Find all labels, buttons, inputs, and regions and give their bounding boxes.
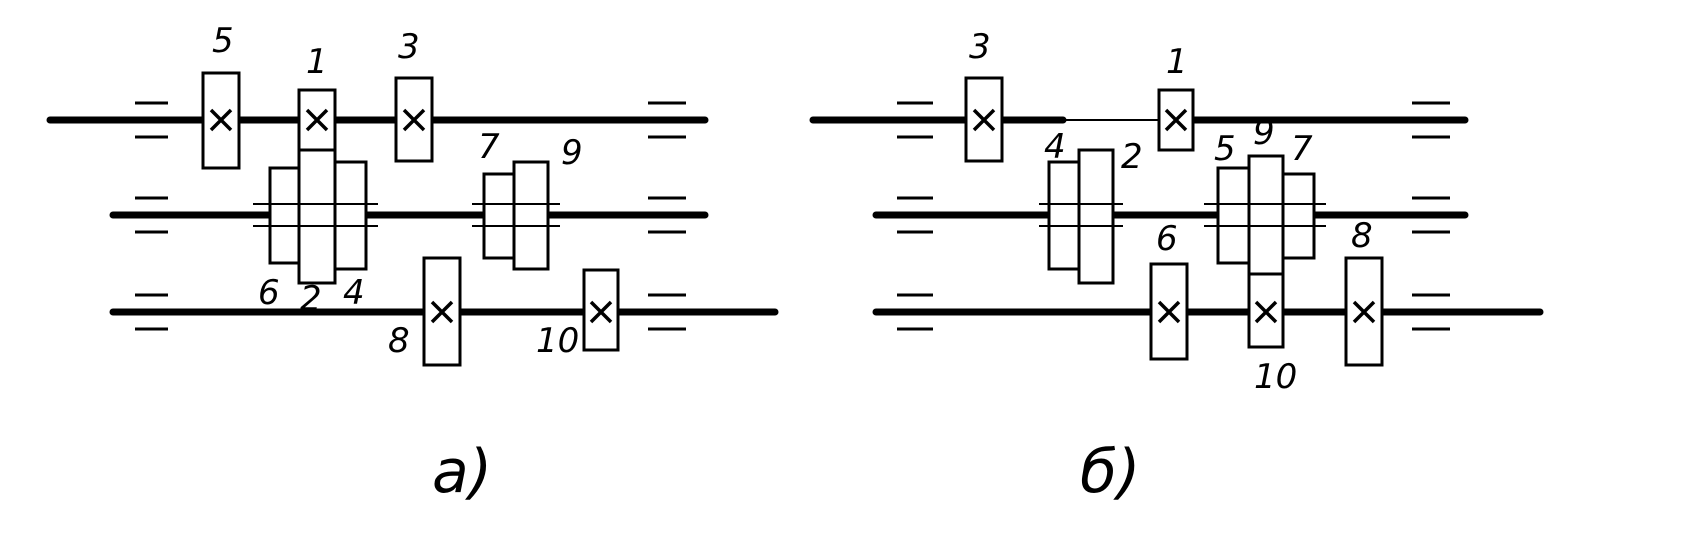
label-a-10: 10 — [536, 321, 579, 361]
label-b-4: 4 — [1044, 127, 1066, 167]
label-a-7: 7 — [478, 127, 500, 167]
gear-block-b-4-2 — [1039, 148, 1123, 285]
gear-b-1 — [1157, 88, 1195, 152]
label-b-5: 5 — [1214, 129, 1236, 169]
label-a-5: 5 — [212, 21, 234, 61]
label-a-2: 2 — [300, 279, 322, 319]
label-a-1: 1 — [306, 42, 328, 82]
gear-a-3 — [394, 76, 434, 163]
label-b-6: 6 — [1156, 219, 1178, 259]
label-a-9: 9 — [561, 133, 583, 173]
gear-block-b-5-9-7 — [1204, 154, 1326, 276]
caption-a: а) — [432, 437, 492, 507]
gear-a-5 — [201, 71, 241, 170]
label-b-3: 3 — [969, 27, 991, 67]
caption-b: б) — [1080, 437, 1140, 507]
scheme-b: 3 1 4 2 5 9 7 6 8 10 б) — [809, 27, 1544, 507]
label-a-8: 8 — [388, 321, 410, 361]
gear-b-8 — [1344, 256, 1384, 367]
label-b-8: 8 — [1351, 216, 1373, 256]
gear-b-6 — [1149, 262, 1189, 361]
gear-block-a-6-2-4 — [253, 148, 378, 285]
label-b-1: 1 — [1166, 42, 1188, 82]
label-b-2: 2 — [1121, 137, 1143, 177]
bearing-marks-a — [135, 101, 686, 331]
label-b-9: 9 — [1253, 113, 1275, 153]
gear-a-8 — [422, 256, 462, 367]
label-b-10: 10 — [1254, 357, 1297, 397]
gear-block-a-7-9 — [472, 160, 560, 271]
gear-a-10 — [582, 268, 620, 352]
bearing-marks-b — [897, 101, 1450, 331]
label-b-7: 7 — [1291, 129, 1313, 169]
gear-b-3 — [964, 76, 1004, 163]
gear-b-10 — [1247, 272, 1285, 349]
label-a-3: 3 — [398, 27, 420, 67]
label-a-6: 6 — [258, 273, 280, 313]
gear-a-1 — [297, 88, 337, 152]
label-a-4: 4 — [343, 273, 365, 313]
scheme-a: 5 1 3 7 9 6 2 4 8 10 а) — [46, 21, 779, 507]
